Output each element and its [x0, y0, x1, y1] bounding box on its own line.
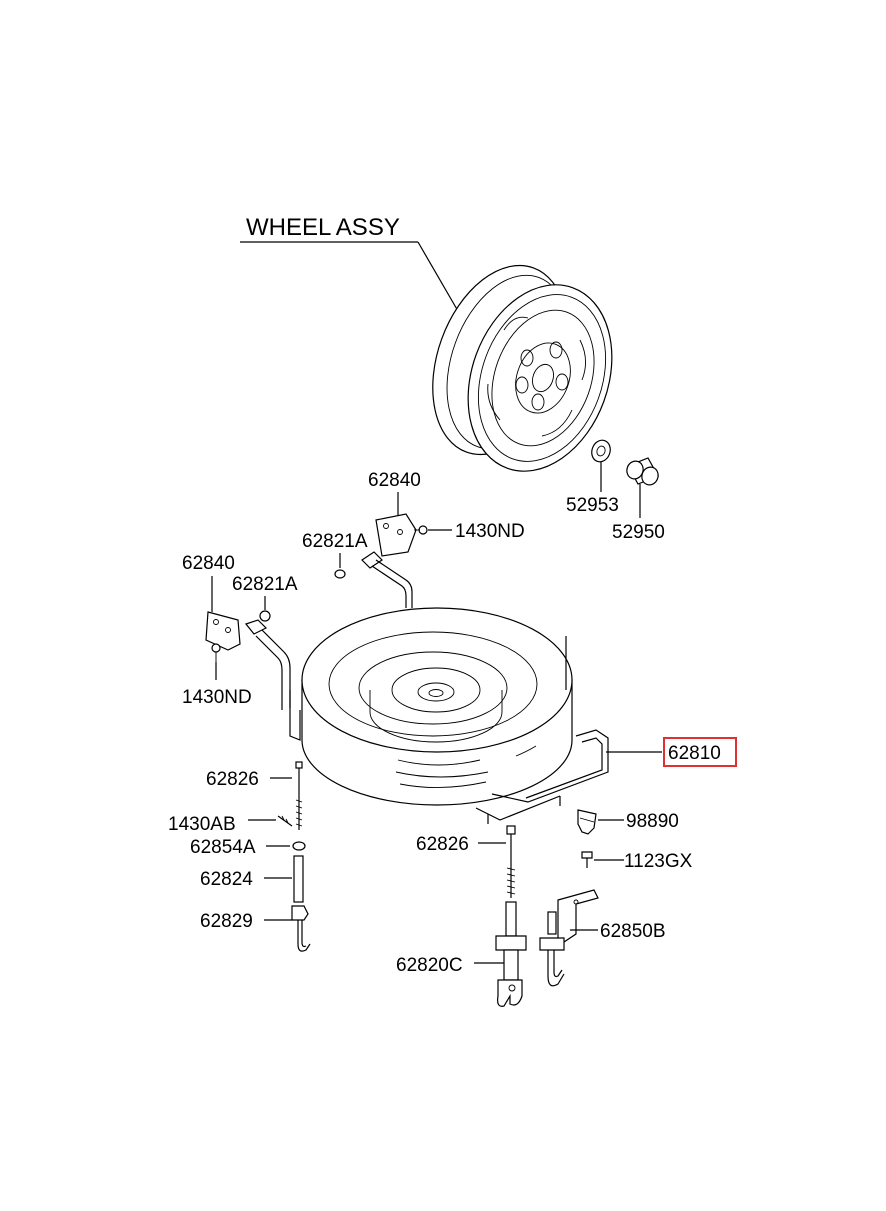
label-62826-mid[interactable]: 62826 [416, 834, 469, 855]
wheel-assy-leader [417, 241, 463, 319]
label-98890[interactable]: 98890 [626, 811, 679, 832]
label-62840-top[interactable]: 62840 [368, 470, 421, 491]
highlight-box-62810 [663, 737, 737, 767]
label-62850b[interactable]: 62850B [600, 921, 666, 942]
wheel-rim[interactable] [408, 247, 637, 492]
clip-98890[interactable] [577, 809, 597, 835]
label-62824[interactable]: 62824 [200, 869, 253, 890]
washer-52953[interactable] [589, 438, 613, 465]
hook-62820c[interactable] [495, 901, 527, 1007]
label-62821a-left[interactable]: 62821A [232, 574, 298, 595]
hanger-rod-top[interactable] [361, 551, 413, 608]
hanger-rod-left[interactable] [244, 619, 291, 710]
bracket-62840-top[interactable] [375, 513, 417, 557]
screw-1123gx[interactable] [581, 851, 593, 868]
label-52950[interactable]: 52950 [612, 522, 665, 543]
label-1430ab[interactable]: 1430AB [168, 814, 236, 835]
label-1430nd-top[interactable]: 1430ND [455, 521, 525, 542]
bolt-62826-left[interactable] [295, 761, 303, 830]
sleeve-62824[interactable] [293, 855, 304, 903]
label-52953[interactable]: 52953 [566, 495, 619, 516]
bracket-62840-left[interactable] [205, 611, 241, 651]
bolt-62826-mid[interactable] [506, 825, 516, 898]
lug-nut-52950[interactable] [624, 457, 660, 487]
label-62854a[interactable]: 62854A [190, 837, 256, 858]
hook-62829[interactable] [291, 905, 311, 952]
label-62820c[interactable]: 62820C [396, 955, 463, 976]
label-62821a-top[interactable]: 62821A [302, 531, 368, 552]
carrier-frame-62810[interactable] [289, 636, 609, 824]
bolt-1430nd-top[interactable] [414, 525, 428, 535]
wheel-assy-title[interactable]: WHEEL ASSY [246, 214, 400, 241]
label-1430nd-left[interactable]: 1430ND [182, 687, 252, 708]
hook-bracket-62850b[interactable] [539, 889, 599, 987]
label-62829[interactable]: 62829 [200, 911, 253, 932]
nut-62821a-left[interactable] [259, 610, 271, 622]
bolt-1430nd-left[interactable] [211, 643, 221, 662]
nut-62821a-top[interactable] [334, 569, 346, 579]
label-62826-left[interactable]: 62826 [206, 769, 259, 790]
washer-62854a[interactable] [292, 841, 306, 851]
label-62810[interactable]: 62810 [668, 743, 721, 764]
spare-tire[interactable] [301, 607, 573, 806]
label-62840-left[interactable]: 62840 [182, 553, 235, 574]
label-1123gx[interactable]: 1123GX [624, 851, 693, 872]
screw-1430ab[interactable] [277, 815, 293, 827]
